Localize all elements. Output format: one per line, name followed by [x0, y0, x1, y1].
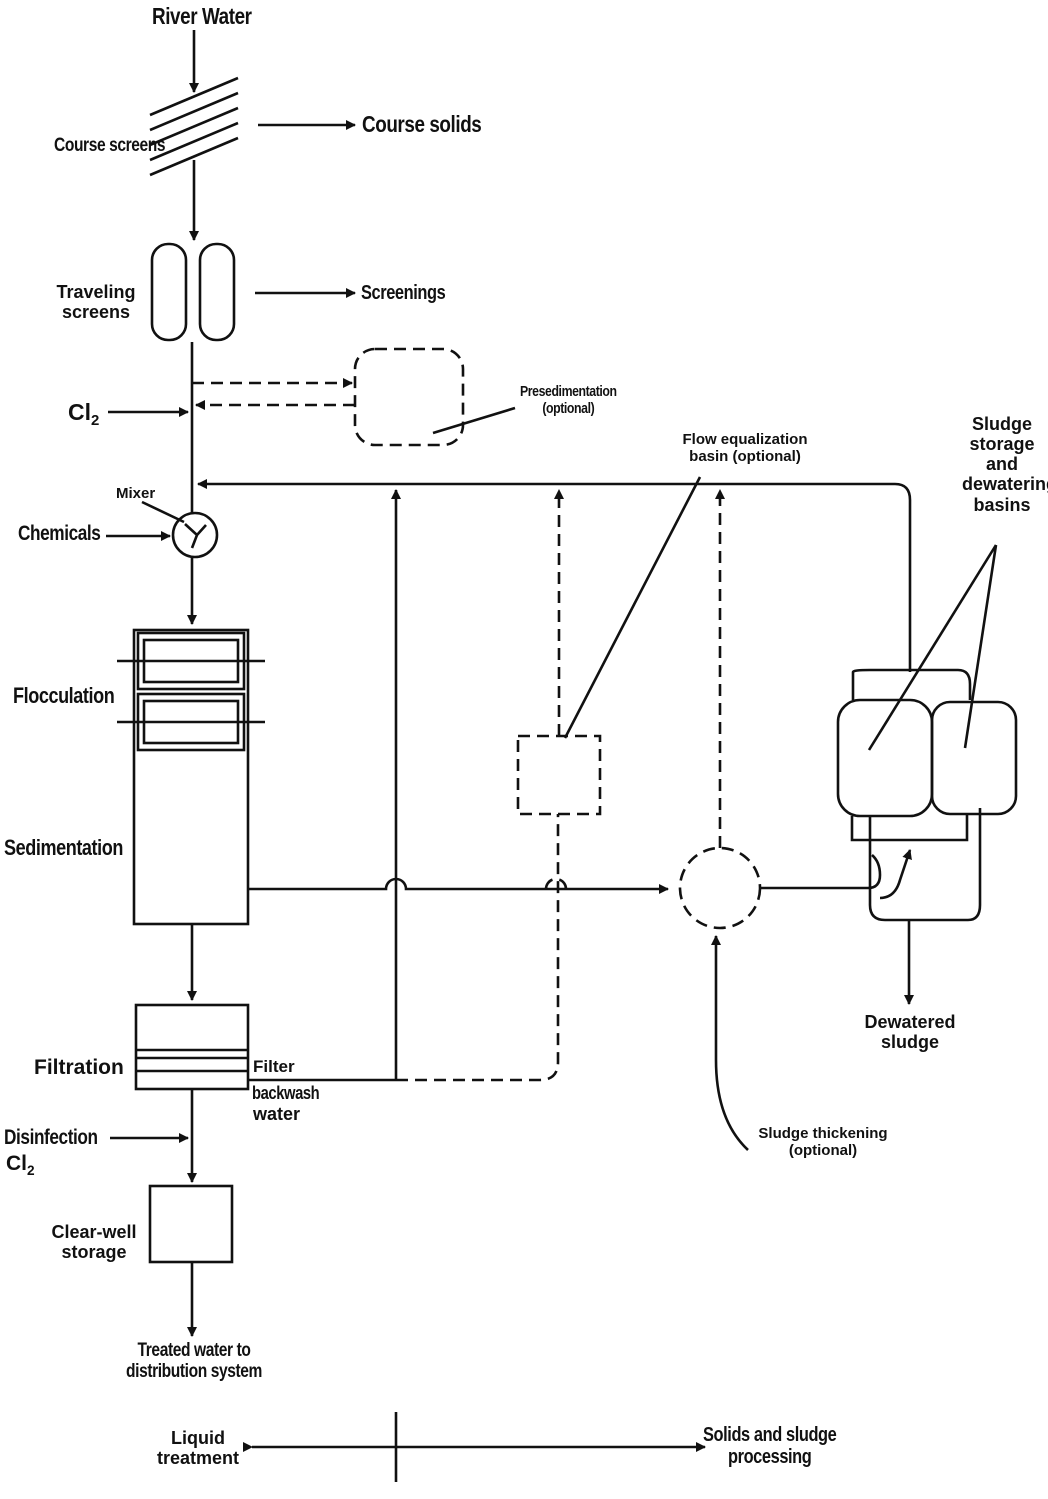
cl2-bottom-symbol: Cl	[6, 1152, 27, 1175]
presed-leader	[432, 406, 516, 435]
label-solids-processing: Solids and sludge processing	[703, 1424, 837, 1469]
label-presedimentation: Presedimentation (optional)	[519, 383, 617, 417]
sludge-storage-basins	[836, 668, 1018, 922]
cl2-symbol: Cl	[68, 399, 91, 425]
clear-well-tank	[148, 1184, 234, 1264]
label-screenings: Screenings	[361, 282, 446, 304]
basins-leader-2	[963, 544, 998, 749]
label-clear-well-storage: Clear-well storage	[51, 1222, 137, 1263]
label-sludge-thickening: Sludge thickening (optional)	[758, 1125, 888, 1159]
sludge-line-hop-dashed	[544, 877, 568, 890]
sedimentation-sludge-line	[248, 877, 669, 894]
label-liquid-treatment: Liquid treatment	[156, 1428, 240, 1469]
label-chemicals: Chemicals	[18, 522, 101, 545]
label-filter-backwash-2: backwash	[252, 1083, 320, 1103]
sludge-supernatant-line	[894, 482, 912, 672]
label-mixer: Mixer	[116, 485, 156, 502]
label-traveling-screens: Traveling screens	[56, 282, 136, 323]
label-dewatered-sludge: Dewatered sludge	[864, 1012, 956, 1053]
label-cl2-top: Cl2	[68, 399, 100, 430]
presedimentation-basin	[353, 347, 465, 447]
filtration-unit	[134, 1003, 250, 1091]
label-filter-backwash-3: water	[253, 1104, 301, 1124]
label-sedimentation: Sedimentation	[4, 835, 123, 860]
course-screens-symbol	[149, 76, 239, 177]
label-filter-backwash-1: Filter	[253, 1057, 295, 1076]
label-filtration: Filtration	[34, 1056, 124, 1079]
label-cl2-bottom: Cl2	[6, 1152, 35, 1178]
cl2-subscript: 2	[91, 412, 100, 430]
backwash-to-equalization	[396, 814, 560, 1082]
flocculation-sedimentation-tank	[132, 628, 250, 926]
thickening-leader	[711, 935, 749, 1151]
label-flow-equalization: Flow equalization basin (optional)	[682, 431, 808, 465]
label-river-water: River Water	[152, 3, 252, 29]
sludge-thickening-basin	[678, 846, 762, 930]
label-disinfection: Disinfection	[4, 1126, 98, 1149]
label-sludge-storage: Sludge storage and dewatering basins	[962, 414, 1048, 515]
label-course-screens: Course screens	[54, 135, 166, 156]
label-course-solids: Course solids	[362, 111, 482, 137]
basins-leader-1	[867, 544, 998, 751]
equalization-leader	[563, 476, 702, 739]
flow-equalization-basin	[516, 734, 602, 816]
label-flocculation: Flocculation	[13, 683, 115, 708]
label-treated-water: Treated water to distribution system	[126, 1340, 262, 1383]
traveling-screens-symbol	[150, 242, 236, 342]
mixer-leader	[141, 500, 185, 524]
mixer-symbol	[171, 511, 219, 559]
thickened-sludge-line	[760, 854, 882, 890]
cl2-bottom-subscript: 2	[27, 1162, 35, 1178]
